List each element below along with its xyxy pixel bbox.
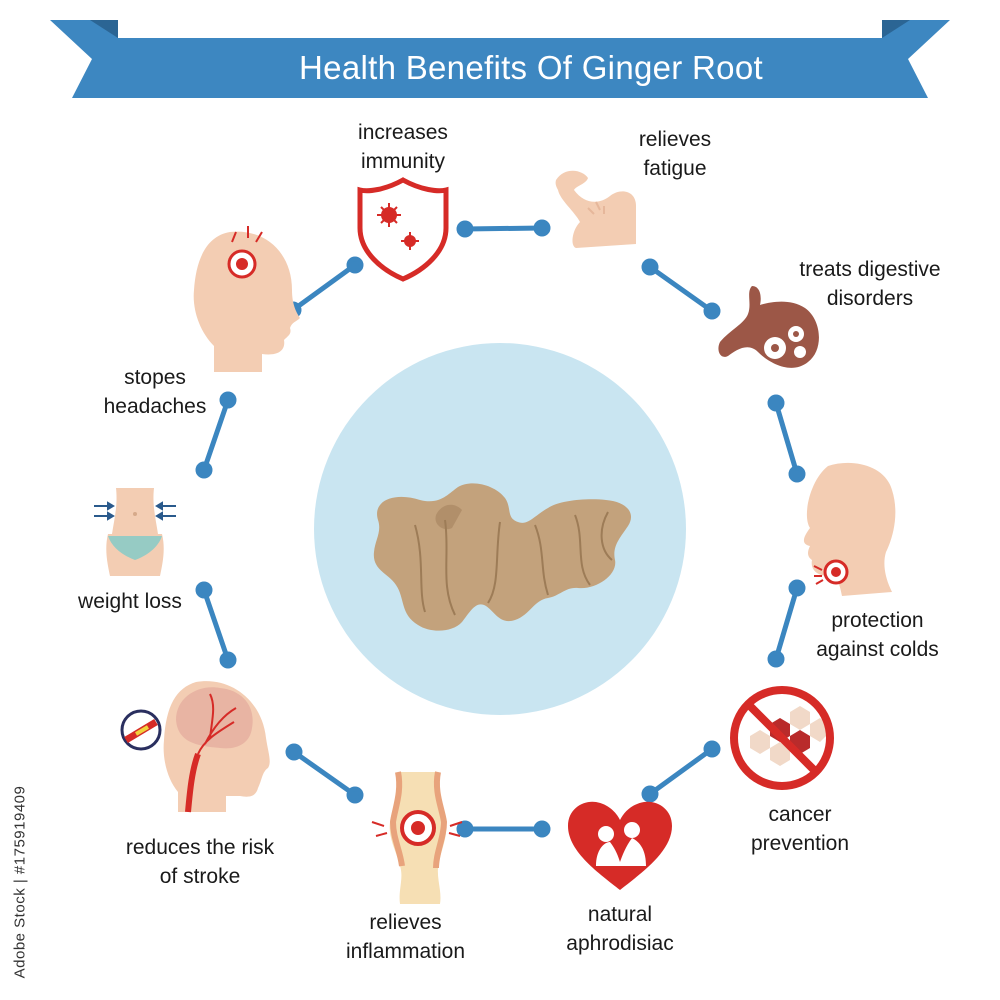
brain-artery-icon: [120, 681, 270, 813]
shield-virus-icon: [357, 177, 449, 282]
connectors: [195, 219, 806, 838]
stomach-gears-icon: [718, 286, 819, 368]
label-protection-against-colds: protection against colds: [816, 609, 939, 661]
label-reduces-risk-of-stroke: reduces the risk of stroke: [125, 836, 275, 888]
label-stopes-headaches: stopes headaches: [103, 366, 207, 418]
stock-credit-text: Adobe Stock | #175919409: [11, 785, 29, 979]
sore-throat-head-icon: [803, 462, 896, 596]
label-relieves-fatigue: relieves fatigue: [638, 128, 712, 180]
title-banner: [50, 20, 950, 98]
label-weight-loss: weight loss: [78, 590, 182, 613]
headache-head-icon: [193, 226, 300, 372]
label-relieves-inflammation: relieves inflammation: [345, 911, 466, 963]
stock-credit: Adobe Stock | #175919409: [6, 772, 34, 992]
flexed-arm-icon: [555, 170, 636, 248]
page-title: Health Benefits Of Ginger Root: [299, 49, 763, 86]
slim-waist-icon: [94, 488, 176, 576]
heart-couple-icon: [568, 801, 672, 890]
ginger-root-icon: [373, 483, 632, 631]
inflamed-joint-icon: [371, 771, 463, 904]
label-increases-immunity: increases immunity: [358, 121, 448, 173]
label-cancer-prevention: cancer prevention: [750, 803, 850, 855]
label-natural-aphrodisiac: natural aphrodisiac: [566, 903, 674, 955]
no-cancer-cells-icon: [730, 686, 834, 790]
label-treats-digestive-disorders: treats digestive disorders: [799, 258, 941, 310]
